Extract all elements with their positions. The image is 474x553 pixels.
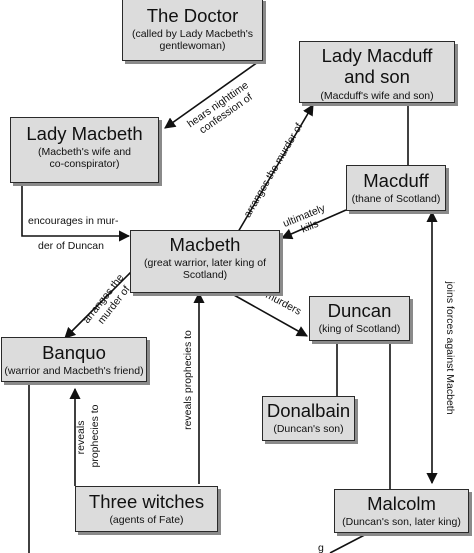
- edge-murders: [224, 289, 308, 337]
- node-macbeth: Macbeth (great warrior, later king of Sc…: [130, 230, 280, 293]
- node-desc: (Macbeth's wife and co-conspirator): [37, 146, 132, 171]
- node-duncan: Duncan (king of Scotland): [309, 296, 410, 341]
- node-lady-macbeth: Lady Macbeth (Macbeth's wife and co-cons…: [10, 117, 159, 183]
- node-malcolm: Malcolm (Duncan's son, later king): [334, 489, 469, 533]
- node-name: Malcolm: [367, 493, 436, 514]
- node-three-witches: Three witches (agents of Fate): [75, 486, 218, 532]
- edge-arranges-murder-banquo: [64, 269, 134, 339]
- edge-hears-confession: [164, 61, 259, 129]
- node-name: Donalbain: [266, 400, 351, 421]
- node-name: The Doctor: [146, 5, 239, 26]
- edge-label-encourages-1: encourages in mur-: [28, 215, 119, 227]
- node-desc: (Duncan's son): [273, 423, 344, 436]
- node-desc: (warrior and Macbeth's friend): [4, 365, 144, 378]
- node-desc: (called by Lady Macbeth's gentlewoman): [131, 28, 254, 53]
- node-donalbain: Donalbain (Duncan's son): [262, 396, 355, 441]
- node-name: Lady Macduff and son: [321, 45, 433, 88]
- edge-arranges-murder-macduff: [237, 104, 314, 233]
- edge-label-cut-off: g: [318, 542, 324, 553]
- node-name: Lady Macbeth: [26, 123, 143, 144]
- node-banquo: Banquo (warrior and Macbeth's friend): [1, 337, 147, 382]
- node-the-doctor: The Doctor (called by Lady Macbeth's gen…: [122, 0, 263, 61]
- edge-label-reveals-macbeth: reveals prophecies to: [182, 330, 194, 430]
- node-name: Macduff: [363, 170, 429, 191]
- node-macduff: Macduff (thane of Scotland): [346, 165, 446, 211]
- node-name: Banquo: [42, 342, 106, 363]
- node-desc: (agents of Fate): [109, 514, 184, 527]
- node-desc: (Macduff's wife and son): [320, 89, 434, 102]
- node-name: Three witches: [88, 491, 205, 512]
- edge-ultimately-kills: [280, 209, 347, 240]
- edge-label-arranges-murder-macduff: arranges the murder of: [242, 121, 306, 220]
- node-lady-macduff: Lady Macduff and son (Macduff's wife and…: [299, 41, 455, 103]
- edge-encourages: [21, 184, 131, 242]
- edge-label-joins-forces: joins forces against Macbeth: [444, 280, 456, 414]
- node-desc: (king of Scotland): [318, 323, 401, 336]
- node-name: Macbeth: [169, 234, 241, 255]
- node-desc: (Duncan's son, later king): [342, 516, 461, 529]
- node-name: Duncan: [327, 300, 392, 321]
- edge-label-murders: murders: [264, 289, 304, 318]
- node-desc: (thane of Scotland): [351, 193, 441, 206]
- edge-label-reveals-banquo: reveals prophecies to: [75, 404, 101, 467]
- edge-label-encourages-2: der of Duncan: [38, 240, 104, 252]
- node-desc: (great warrior, later king of Scotland): [144, 257, 266, 282]
